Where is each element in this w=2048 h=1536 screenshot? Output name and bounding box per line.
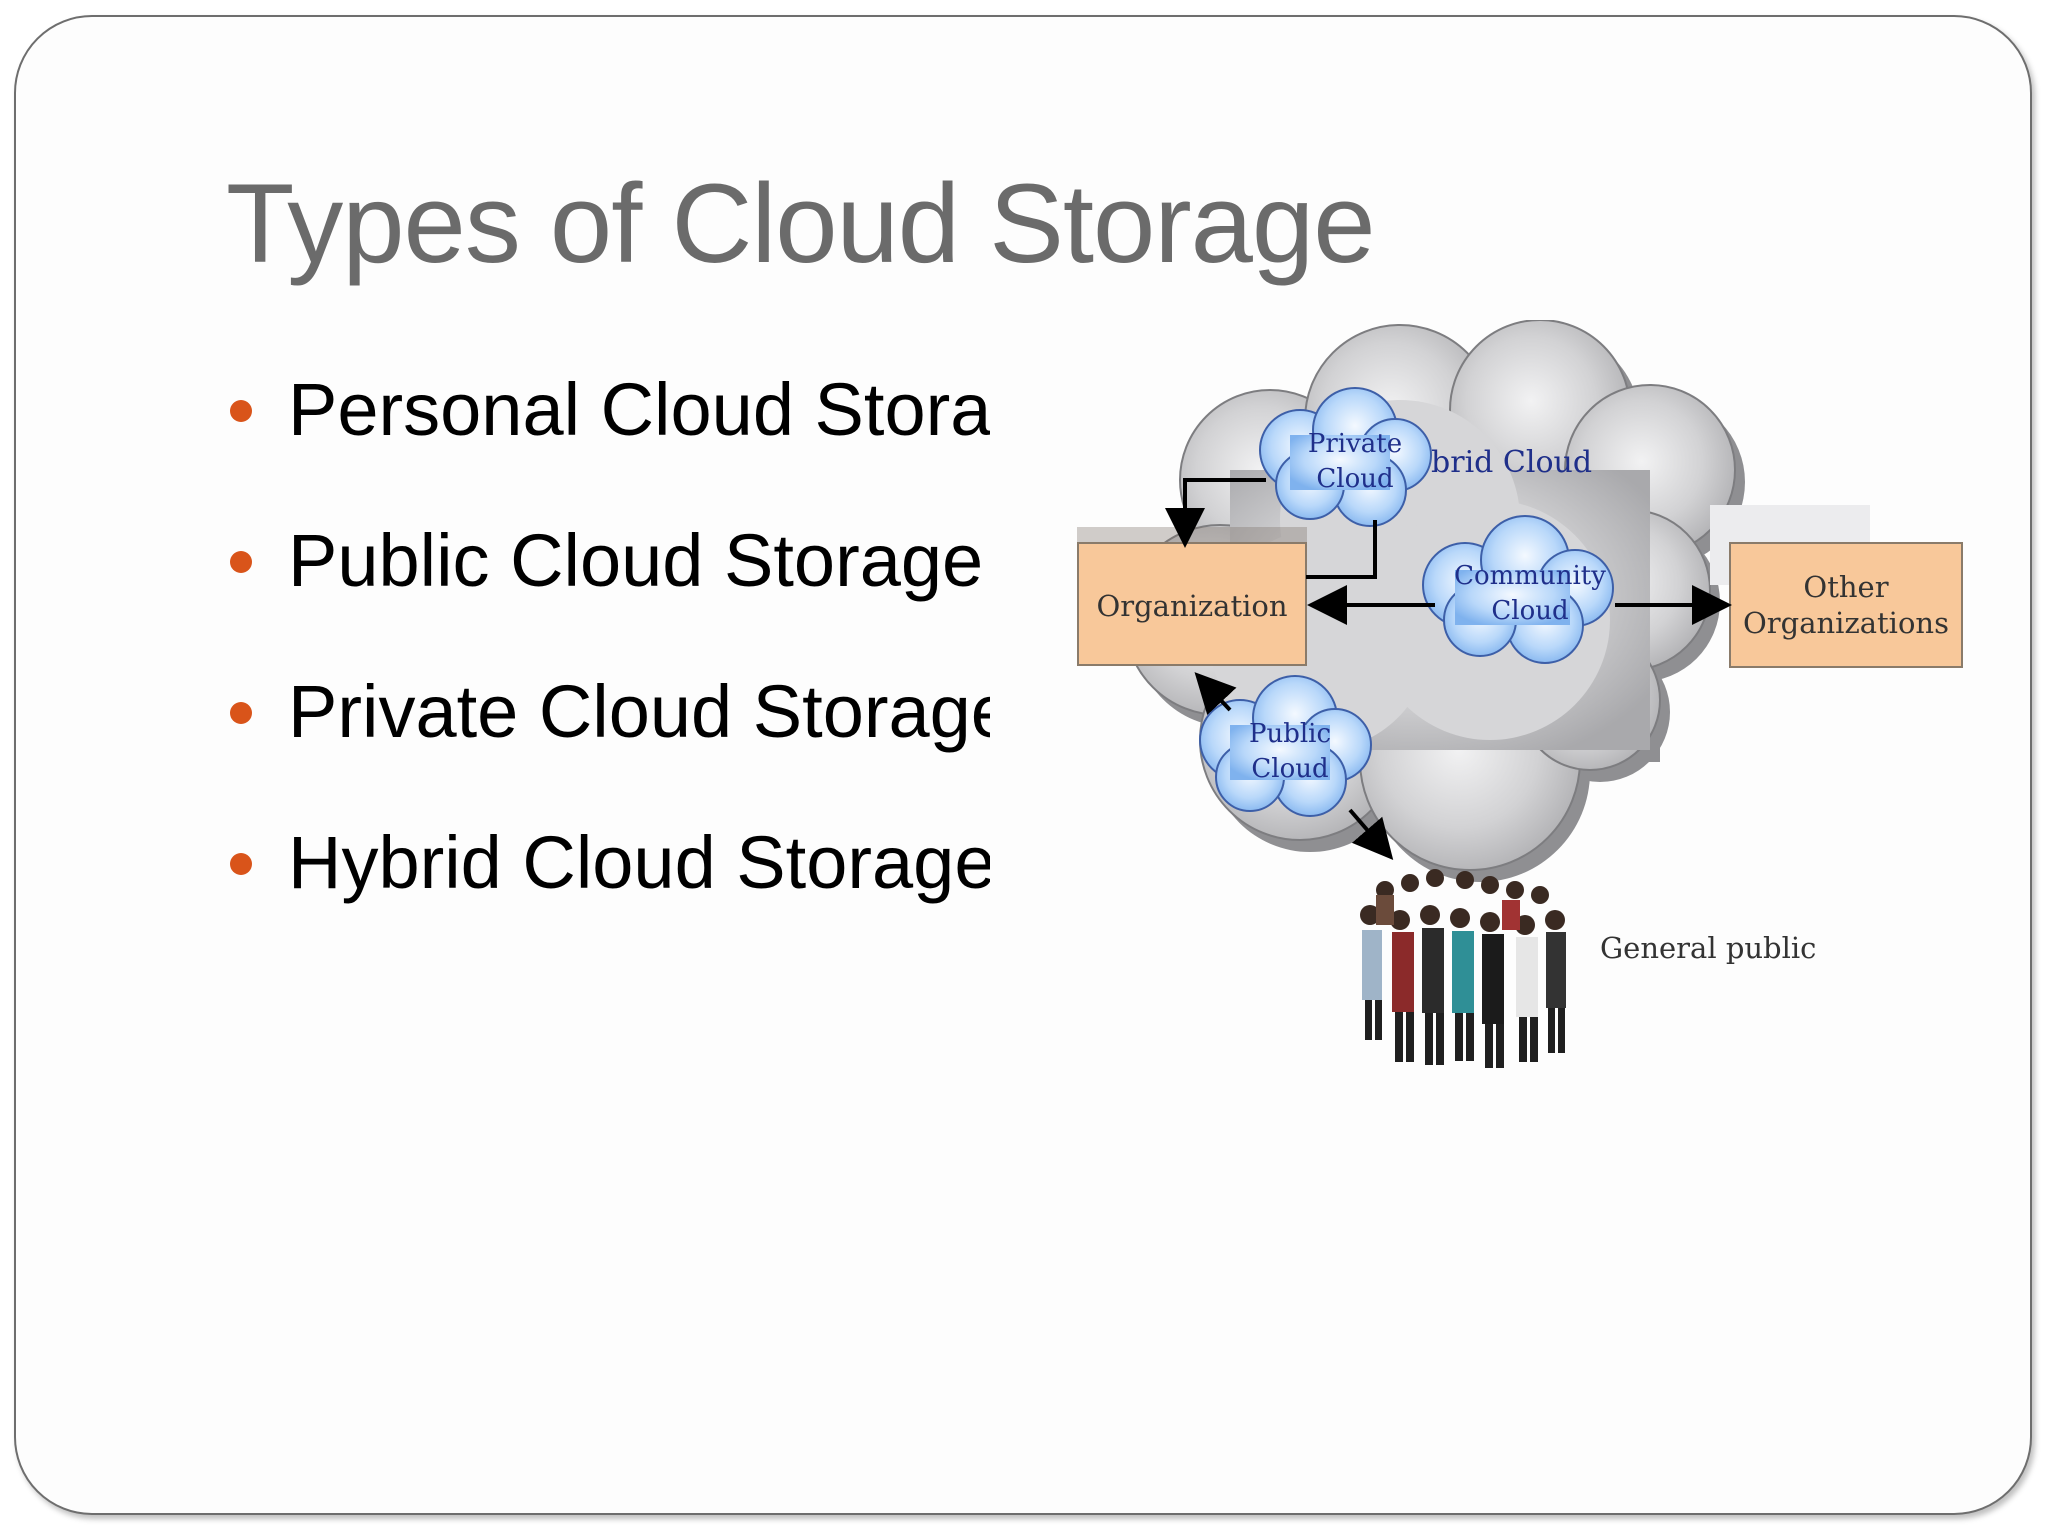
- community-cloud-label-line1: Community: [1454, 561, 1606, 591]
- slide-frame: [14, 15, 2032, 1515]
- public-to-general-public-arrow: [1348, 808, 1394, 861]
- bullet-dot-icon: [230, 400, 252, 422]
- community-cloud-label-line2: Cloud: [1491, 596, 1568, 626]
- bullet-dot-icon: [230, 702, 252, 724]
- other-organizations-label-line2: Organizations: [1743, 606, 1949, 640]
- private-to-organization-arrow: [1165, 478, 1266, 548]
- general-public-crowd: [1360, 869, 1566, 1068]
- public-cloud-label-line1: Public: [1249, 719, 1331, 749]
- general-public-label: General public: [1600, 931, 1816, 965]
- organization-label: Organization: [1096, 589, 1287, 623]
- bullet-text: Private Cloud Storage: [288, 670, 990, 753]
- community-cloud-shape: [1422, 515, 1614, 664]
- bullet-dot-icon: [230, 551, 252, 573]
- organization-box: [1077, 542, 1307, 666]
- public-to-organization-arrow: [1194, 672, 1237, 716]
- cloud-types-diagram: Hybrid Cloud Private Cloud Community Clo…: [1070, 320, 2000, 1080]
- organization-to-private-connector: [1306, 520, 1377, 579]
- slide-title: Types of Cloud Storage: [226, 161, 1375, 286]
- bullet-text: Personal Cloud Storage: [288, 368, 990, 451]
- other-organizations-label-line1: Other: [1803, 570, 1888, 604]
- other-organizations-box: [1729, 542, 1963, 668]
- public-cloud-label-line2: Cloud: [1251, 754, 1328, 784]
- bullet-text: Public Cloud Storage: [288, 519, 984, 602]
- private-cloud-shape: [1259, 387, 1432, 527]
- bullet-text: Hybrid Cloud Storage: [288, 821, 990, 904]
- public-cloud-shape: [1199, 675, 1372, 817]
- private-cloud-label-line2: Cloud: [1316, 464, 1393, 494]
- bullet-list-area: Personal Cloud Storage Public Cloud Stor…: [226, 355, 990, 915]
- bullet-dot-icon: [230, 853, 252, 875]
- private-cloud-label-line1: Private: [1308, 429, 1402, 459]
